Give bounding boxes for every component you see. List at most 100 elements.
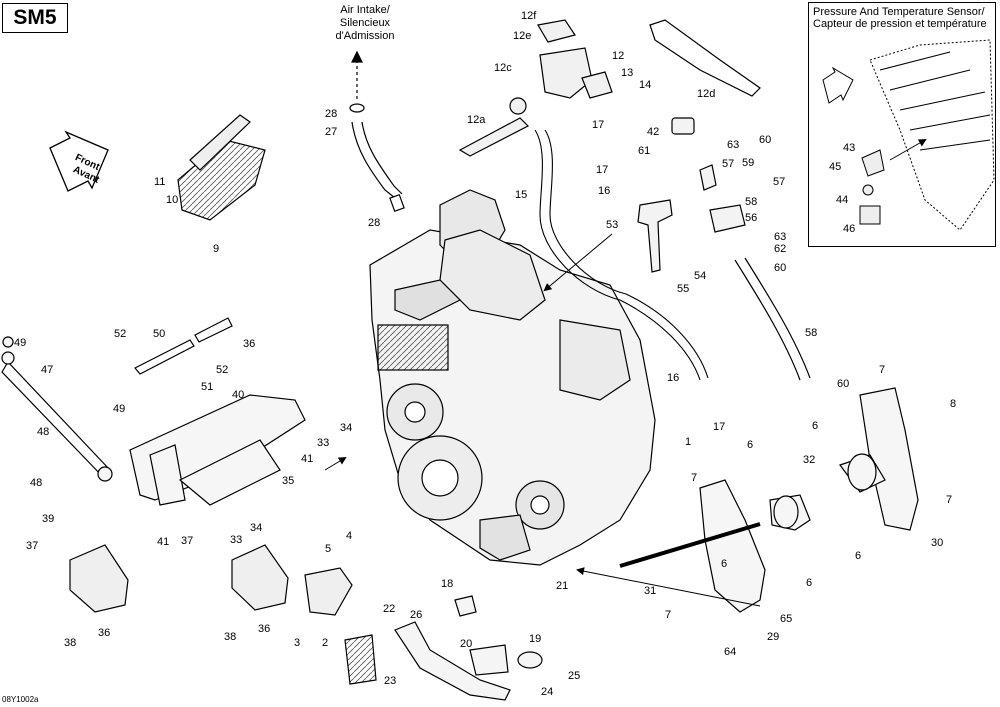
callout-40: 40 (232, 389, 244, 401)
air-intake-label: Air Intake/ Silencieux d'Admission (320, 4, 410, 43)
callout-54: 54 (694, 270, 706, 282)
callout-33: 33 (317, 437, 329, 449)
diagram-code-badge: SM5 (2, 3, 68, 33)
callout-29: 29 (767, 631, 779, 643)
callout-49: 49 (113, 403, 125, 415)
callout-49: 49 (14, 337, 26, 349)
callout-16: 16 (598, 185, 610, 197)
sensor-inset-drawing (859, 39, 995, 231)
air-intake-line-3: d'Admission (335, 30, 395, 42)
callout-56: 56 (745, 212, 757, 224)
callout-17: 17 (592, 119, 604, 131)
callout-9: 9 (213, 243, 219, 255)
callout-8: 8 (950, 398, 956, 410)
callout-47: 47 (41, 364, 53, 376)
callout-36: 36 (243, 338, 255, 350)
callout-13: 13 (621, 67, 633, 79)
callout-22: 22 (383, 603, 395, 615)
callout-3: 3 (294, 637, 300, 649)
callout-43: 43 (843, 142, 855, 154)
callout-58: 58 (805, 327, 817, 339)
callout-58: 58 (745, 196, 757, 208)
sensor-inset-title: Pressure And Temperature Sensor/ Capteur… (813, 6, 987, 30)
callout-59: 59 (742, 157, 754, 169)
callout-5: 5 (325, 543, 331, 555)
callout-6: 6 (812, 420, 818, 432)
callout-39: 39 (42, 513, 54, 525)
callout-15: 15 (515, 189, 527, 201)
callout-2: 2 (322, 637, 328, 649)
callout-42: 42 (647, 126, 659, 138)
callout-31: 31 (644, 585, 656, 597)
callout-6: 6 (747, 439, 753, 451)
callout-35: 35 (282, 475, 294, 487)
callout-17: 17 (596, 164, 608, 176)
throttle-lever-assembly (458, 19, 761, 157)
air-intake-line-2: Silencieux (339, 17, 391, 29)
sensor-inset-title-line-1: Pressure And Temperature Sensor/ (813, 6, 985, 18)
callout-48: 48 (37, 426, 49, 438)
callout-18: 18 (441, 578, 453, 590)
callout-6: 6 (806, 577, 812, 589)
callout-10: 10 (166, 194, 178, 206)
callout-38: 38 (64, 637, 76, 649)
callout-41: 41 (157, 536, 169, 548)
callout-28: 28 (368, 217, 380, 229)
guide-arrows (324, 233, 761, 607)
callout-19: 19 (529, 633, 541, 645)
callout-57: 57 (773, 176, 785, 188)
callout-34: 34 (250, 522, 262, 534)
callout-53: 53 (606, 219, 618, 231)
callout-11: 11 (154, 176, 165, 188)
callout-12e: 12e (513, 30, 531, 42)
fuel-line (534, 129, 709, 381)
callout-12d: 12d (697, 88, 715, 100)
engine-mount-left (1, 317, 306, 506)
callout-32: 32 (803, 454, 815, 466)
callout-27: 27 (325, 126, 337, 138)
callout-37: 37 (181, 535, 193, 547)
callout-64: 64 (724, 646, 736, 658)
callout-6: 6 (721, 558, 727, 570)
ignition-coil (177, 114, 266, 221)
callout-12a: 12a (467, 114, 486, 126)
callout-36: 36 (258, 623, 270, 635)
callout-65: 65 (780, 613, 792, 625)
callout-51: 51 (201, 381, 213, 393)
callout-33: 33 (230, 534, 242, 546)
engine-mount-right (619, 387, 919, 613)
callout-23: 23 (384, 675, 396, 687)
callout-61: 61 (638, 145, 650, 157)
callout-1: 1 (685, 436, 691, 448)
callout-50: 50 (153, 328, 165, 340)
callout-52: 52 (216, 364, 228, 376)
callout-41: 41 (301, 453, 313, 465)
callout-60: 60 (774, 262, 786, 274)
callout-34: 34 (340, 422, 352, 434)
callout-48: 48 (30, 477, 42, 489)
callout-45: 45 (829, 161, 841, 173)
callout-57: 57 (722, 158, 734, 170)
callout-12f: 12f (521, 10, 537, 22)
engine-block (369, 189, 656, 566)
sensor-inset-title-line-2: Capteur de pression et température (813, 18, 987, 30)
callout-17: 17 (713, 421, 725, 433)
inset-front-arrow (822, 66, 854, 104)
sensor-bracket (637, 117, 811, 381)
callout-21: 21 (556, 580, 568, 592)
callout-36: 36 (98, 627, 110, 639)
callout-16: 16 (667, 372, 679, 384)
callout-4: 4 (346, 530, 352, 542)
air-intake-line-1: Air Intake/ (340, 4, 390, 16)
callout-38: 38 (224, 631, 236, 643)
callout-63: 63 (774, 231, 786, 243)
callout-44: 44 (836, 194, 848, 206)
callout-52: 52 (114, 328, 126, 340)
callout-12c: 12c (494, 62, 512, 74)
callout-6: 6 (855, 550, 861, 562)
callout-60: 60 (759, 134, 771, 146)
callout-28: 28 (325, 108, 337, 120)
